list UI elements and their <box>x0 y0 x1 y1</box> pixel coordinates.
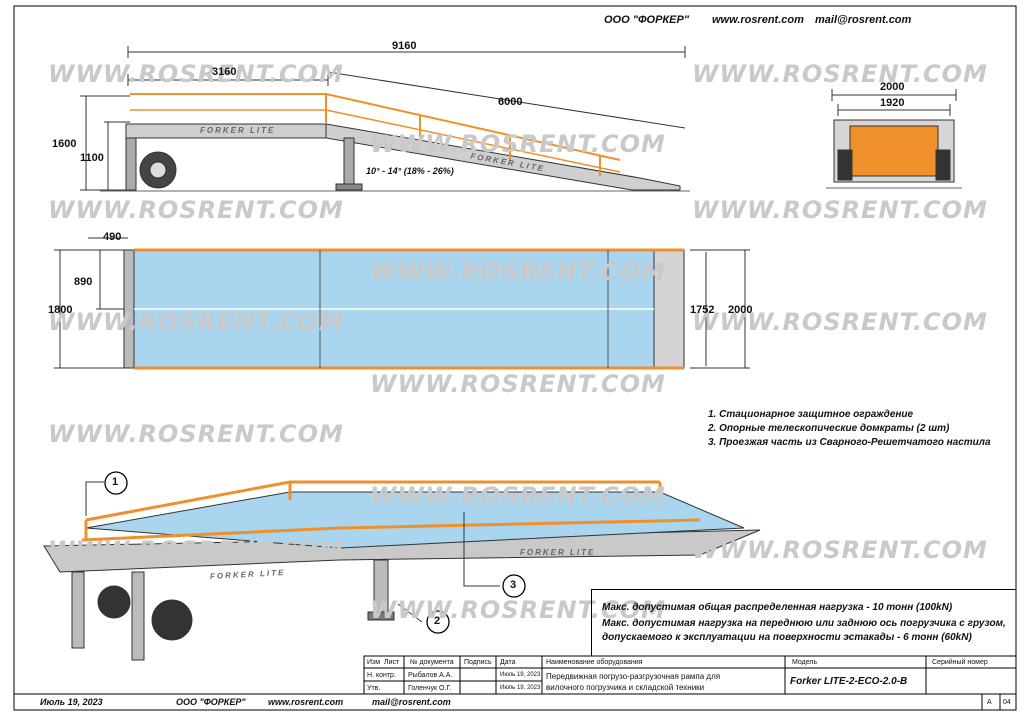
tb-col-izm: Изм <box>367 659 381 666</box>
tb-model-value: Forker LITE-2-ECO-2.0-B <box>790 676 908 687</box>
watermark-8: WWW.ROSRENT.COM <box>692 308 988 336</box>
header-mail: mail@rosrent.com <box>815 14 912 26</box>
tb-serial-label: Серийный номер <box>932 659 988 666</box>
legend-item-2: 2. Опорные телескопические домкраты (2 ш… <box>708 423 950 434</box>
watermark-10: WWW.ROSRENT.COM <box>48 420 344 448</box>
tb-model-label: Модель <box>792 659 818 666</box>
tb-date-2: Июль 19, 2023 <box>500 685 541 691</box>
side-ramp <box>325 123 681 191</box>
tb-equipment-name-2: вилочного погрузчика и складской техники <box>546 683 705 692</box>
watermark-4: WWW.ROSRENT.COM <box>48 196 344 224</box>
tb-col-list: Лист <box>384 659 400 666</box>
callout-3: 3 <box>510 579 517 591</box>
side-rear-leg <box>125 137 137 191</box>
load-line-3: допускаемого к эксплуатации на поверхнос… <box>602 632 972 643</box>
load-line-2: Макс. допустимая нагрузка на переднюю ил… <box>602 618 1006 629</box>
dim-total-length: 9160 <box>392 40 417 52</box>
tb-col-date: Дата <box>500 659 516 666</box>
top-view <box>54 237 750 370</box>
watermark-12: WWW.ROSRENT.COM <box>692 536 988 564</box>
dim-height-deck: 1100 <box>80 152 104 164</box>
dim-line-6000 <box>327 71 686 129</box>
iso-wheel <box>97 585 131 619</box>
legend-item-1: 1. Стационарное защитное ограждение <box>708 409 914 420</box>
dim-890: 890 <box>74 276 93 288</box>
callout-1: 1 <box>112 476 119 488</box>
tb-name-nkontr: Рыбалов А.А. <box>408 672 453 679</box>
legend-item-3: 3. Проезжая часть из Сварного-Решетчатог… <box>708 437 991 448</box>
watermark-3: WWW.ROSRENT.COM <box>692 60 988 88</box>
watermark-1: WWW.ROSRENT.COM <box>48 60 344 88</box>
watermark-9: WWW.ROSRENT.COM <box>370 370 666 398</box>
tb-equipment-name-1: Передвижная погрузо-разгрузочная рампа д… <box>546 672 721 681</box>
header-site: www.rosrent.com <box>712 14 804 26</box>
dim-rear-outer-width: 2000 <box>880 81 905 93</box>
side-support-jack <box>343 137 355 189</box>
tb-date-1: Июль 19, 2023 <box>500 672 541 678</box>
leader-1 <box>85 481 104 516</box>
load-line-1: Макс. допустимая общая распределенная на… <box>602 602 953 613</box>
rear-wheel-right <box>935 149 951 181</box>
side-brand-text: FORKER LITE <box>200 126 276 135</box>
rear-orange-panel <box>849 125 939 177</box>
header-company: ООО "ФОРКЕР" <box>604 14 690 26</box>
watermark-13: WWW.ROSRENT.COM <box>48 536 344 564</box>
watermark-5: WWW.ROSRENT.COM <box>692 196 988 224</box>
dim-rear-inner-width: 1920 <box>880 97 905 109</box>
iso-view <box>43 471 761 661</box>
tb-sheet-no: 04 <box>1003 699 1011 706</box>
ramp-angle-note: 10° - 14° (18% - 26%) <box>366 166 454 176</box>
side-view <box>80 46 690 192</box>
tb-row-nkontr: Н. контр. <box>367 672 396 679</box>
iso-deck <box>85 491 745 549</box>
leader-3 <box>463 512 500 587</box>
footer-mail: mail@rosrent.com <box>372 697 451 707</box>
tb-sheet-a: A <box>987 699 992 706</box>
legend-list: 1. Стационарное защитное ограждение 2. О… <box>708 408 991 450</box>
tb-col-doc: № документа <box>410 659 454 666</box>
load-notes-box: Макс. допустимая общая распределенная на… <box>591 589 1016 656</box>
dim-490: 490 <box>103 231 122 243</box>
watermark-14: WWW.ROSRENT.COM <box>370 596 666 624</box>
tb-row-utv: Утв. <box>367 685 381 692</box>
iso-leg-left <box>71 571 85 649</box>
footer-date: Июль 19, 2023 <box>40 697 103 707</box>
iso-ramp-brand-text: FORKER LITE <box>520 548 596 557</box>
watermark-11: WWW.ROSRENT.COM <box>370 482 666 510</box>
dim-2000-top: 2000 <box>728 304 753 316</box>
watermark-7: WWW.ROSRENT.COM <box>48 308 344 336</box>
title-block-grid <box>14 655 1017 710</box>
leader-2 <box>397 603 423 623</box>
dim-1752: 1752 <box>690 304 715 316</box>
iso-railing-near <box>81 518 701 542</box>
tb-equipment-label: Наименование оборудования <box>546 659 643 666</box>
rear-view <box>826 89 962 189</box>
footer-company: ООО "ФОРКЕР" <box>176 697 246 707</box>
tb-col-sign: Подпись <box>464 659 492 666</box>
dim-height-rail: 1600 <box>52 138 77 150</box>
dim-1800: 1800 <box>48 304 73 316</box>
watermark-2: WWW.ROSRENT.COM <box>370 130 666 158</box>
dim-ramp-length: 6000 <box>498 96 523 108</box>
sheet-frame <box>13 5 1017 711</box>
rear-wheel-left <box>837 149 853 181</box>
footer-site: www.rosrent.com <box>268 697 344 707</box>
callout-2: 2 <box>434 615 441 627</box>
tb-name-utv: Голенчук О.Г. <box>408 685 452 692</box>
dim-platform-length: 3160 <box>212 66 237 78</box>
watermark-6: WWW.ROSRENT.COM <box>370 258 666 286</box>
